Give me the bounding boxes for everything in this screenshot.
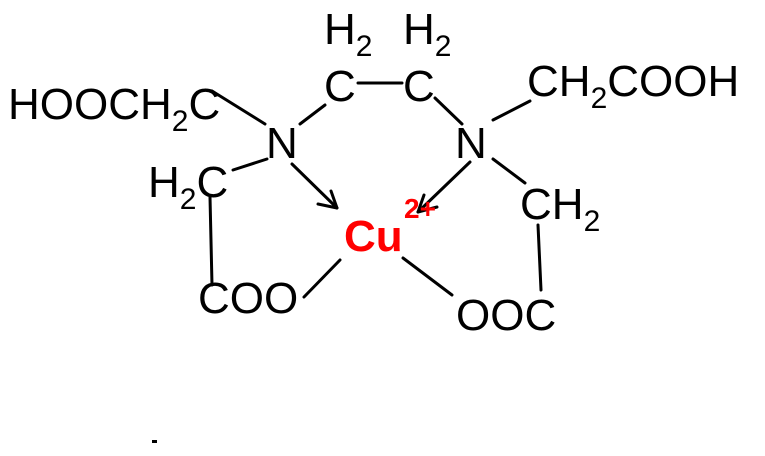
bond-cu-ooc — [401, 256, 454, 297]
n-left-label: N — [266, 119, 298, 168]
h2-top-right-label: H2 — [403, 5, 451, 63]
coord-arrow-left-head — [316, 189, 339, 210]
stray-dot — [152, 440, 157, 443]
bond-cu-coo — [302, 258, 342, 299]
h2c-left-label: H2C — [148, 158, 228, 216]
n-right-label: N — [455, 119, 487, 168]
bond-hooc-n-left — [210, 89, 267, 126]
ooc-right-label: OOC — [456, 291, 556, 340]
hoocch2c-label: HOOCH2C — [8, 80, 220, 138]
bond-n-right-ch2 — [491, 157, 527, 185]
coo-left-label: COO — [198, 274, 298, 323]
c-top-right-label: C — [403, 62, 435, 111]
bond-ch2-n-right — [433, 96, 464, 126]
ch2cooh-label: CH2COOH — [527, 57, 739, 115]
coord-arrow-right-shaft — [416, 160, 472, 214]
bond-h2c-coo — [208, 195, 214, 287]
ch2-right-label: CH2 — [520, 180, 600, 238]
bond-n-left-ch2 — [298, 103, 327, 126]
charge-label: 2+ — [404, 193, 436, 224]
h2-top-left-label: H2 — [324, 5, 372, 63]
coord-arrow-right-head — [416, 193, 439, 214]
copper-label: Cu — [344, 212, 403, 261]
c-top-left-label: C — [324, 62, 356, 111]
coord-arrow-left-shaft — [290, 162, 339, 210]
bond-n-left-h2c — [231, 157, 269, 172]
bond-n-right-ch2cooh — [491, 99, 532, 122]
bond-ch2-ooc — [536, 223, 543, 292]
